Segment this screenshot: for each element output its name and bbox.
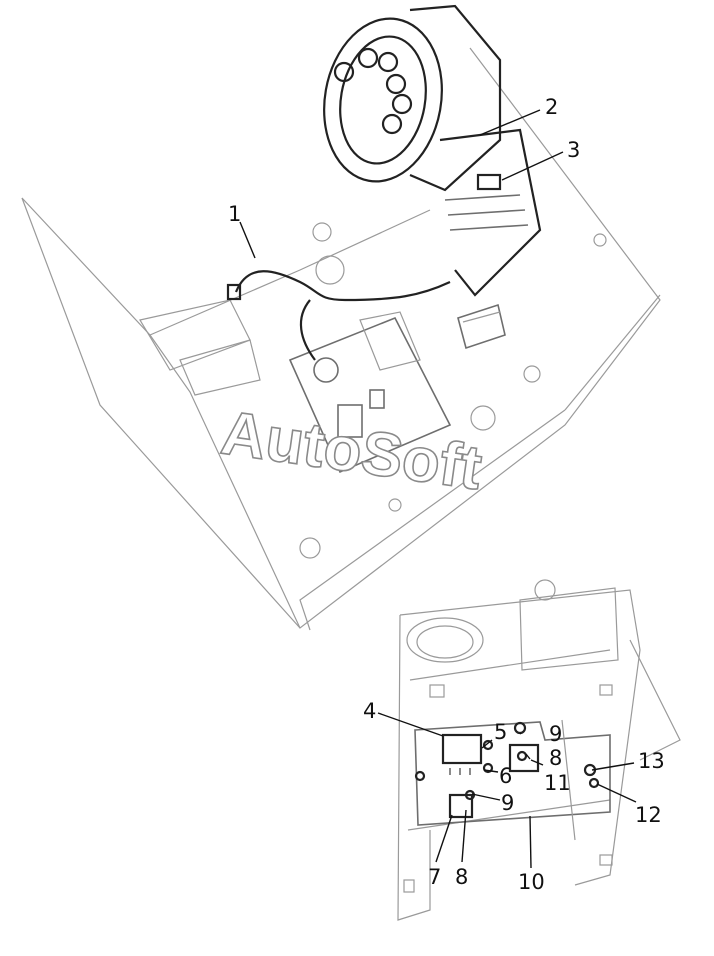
- callout-9-upper: 9: [549, 722, 562, 746]
- callout-5: 5: [494, 720, 507, 744]
- callout-6: 6: [499, 764, 512, 788]
- switch-12: [588, 777, 600, 789]
- callout-8-upper: 8: [549, 746, 562, 770]
- steering-column: [409, 4, 542, 297]
- panel-fastener: [414, 770, 426, 782]
- callout-11: 11: [544, 771, 571, 795]
- callout-8-lower: 8: [455, 865, 468, 889]
- relay-4: [441, 733, 483, 775]
- relay-11: [508, 721, 540, 773]
- callout-1: 1: [228, 202, 241, 226]
- callout-7: 7: [428, 865, 441, 889]
- callout-12: 12: [635, 803, 662, 827]
- dash-assembly: [397, 579, 681, 921]
- leader-lines: [239, 109, 637, 869]
- relay-7: [448, 789, 476, 819]
- callout-10: 10: [518, 870, 545, 894]
- column-bracket: [457, 303, 506, 350]
- fuse-6: [482, 762, 494, 774]
- cab-floor-panel: [21, 47, 661, 631]
- floor-switch-box: [288, 311, 452, 474]
- callout-labels: 1 2 3 4 5 6 7 8 8 9 9 10 11 12 13: [228, 95, 665, 894]
- wiring-harness: [226, 270, 451, 361]
- callout-2: 2: [545, 95, 558, 119]
- callout-13: 13: [638, 749, 665, 773]
- callout-9-lower: 9: [501, 791, 514, 815]
- callout-3: 3: [567, 138, 580, 162]
- watermark: AutoSoft: [217, 398, 486, 503]
- steering-wheel: [323, 17, 443, 183]
- callout-4: 4: [363, 699, 376, 723]
- fuse-5: [482, 739, 494, 751]
